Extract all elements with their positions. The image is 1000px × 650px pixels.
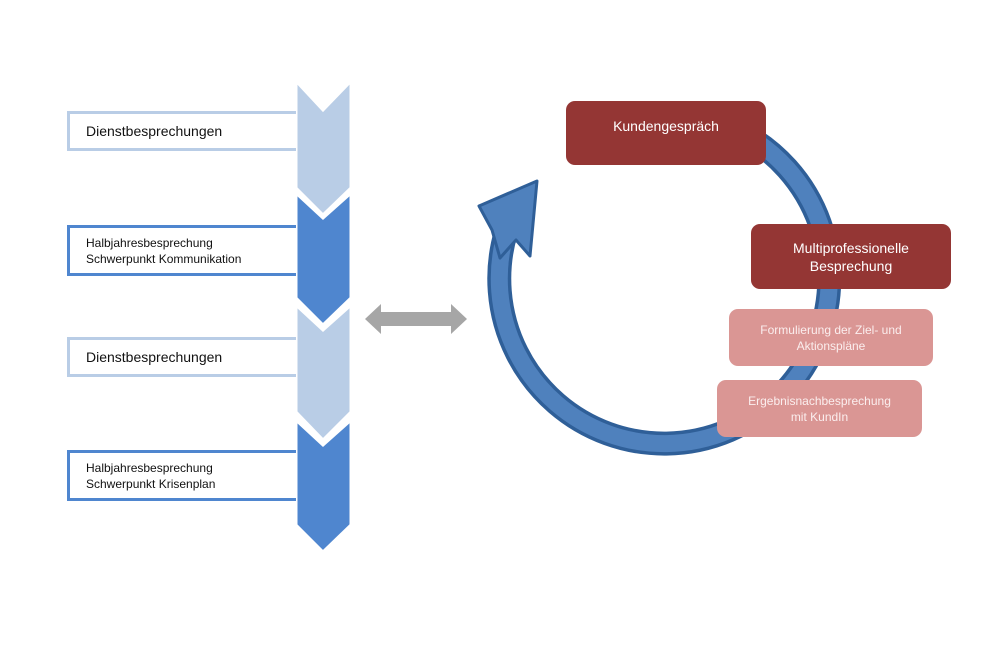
double-arrow-icon xyxy=(365,304,467,334)
cycle-node-3-line-2: Aktionspläne xyxy=(796,338,866,353)
process-step-3-label: Dienstbesprechungen xyxy=(86,349,223,365)
chevron-1 xyxy=(294,77,353,218)
cycle-node-multiprofessionelle-besprechung: Multiprofessionelle Besprechung xyxy=(751,224,951,289)
cycle-node-3-line-1: Formulierung der Ziel- und xyxy=(760,322,902,337)
chevron-4 xyxy=(294,416,353,555)
cycle-node-2-line-2: Besprechung xyxy=(809,257,893,274)
process-step-2-line-2: Schwerpunkt Kommunikation xyxy=(86,251,242,266)
cycle-node-ergebnisnachbesprechung: Ergebnisnachbesprechung mit KundIn xyxy=(717,380,922,437)
process-step-3: Dienstbesprechungen xyxy=(67,337,296,377)
chevron-2 xyxy=(294,189,353,328)
process-step-2-line-1: Halbjahresbesprechung xyxy=(86,235,213,250)
cycle-node-formulierung: Formulierung der Ziel- und Aktionspläne xyxy=(729,309,933,366)
process-step-1: Dienstbesprechungen xyxy=(67,111,296,151)
process-step-4-line-2: Schwerpunkt Krisenplan xyxy=(86,476,216,491)
chevron-column xyxy=(294,77,353,555)
cycle-arrow-head xyxy=(477,179,539,260)
cycle-node-4-line-1: Ergebnisnachbesprechung xyxy=(748,393,891,408)
cycle-node-4-line-2: mit KundIn xyxy=(790,409,849,424)
process-step-4: Halbjahresbesprechung Schwerpunkt Krisen… xyxy=(67,450,296,501)
cycle-node-1-label: Kundengespräch xyxy=(613,118,719,134)
cycle-node-kundengespraech: Kundengespräch xyxy=(566,101,766,165)
process-step-2: Halbjahresbesprechung Schwerpunkt Kommun… xyxy=(67,225,296,276)
process-step-4-line-1: Halbjahresbesprechung xyxy=(86,460,213,475)
chevron-3 xyxy=(294,301,353,443)
cycle-node-2-line-1: Multiprofessionelle xyxy=(793,239,909,256)
process-step-1-label: Dienstbesprechungen xyxy=(86,123,223,139)
